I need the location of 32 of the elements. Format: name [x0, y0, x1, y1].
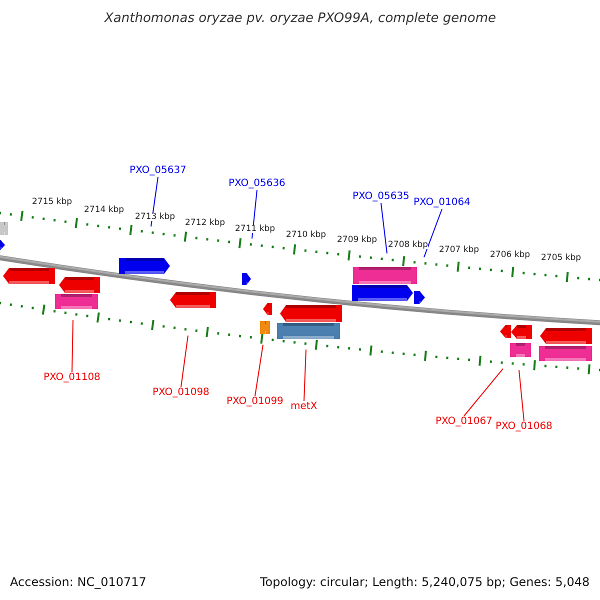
gene-label: PXO_01064: [414, 198, 470, 208]
scale-label: 2708 kbp: [388, 240, 428, 249]
scale-label: 2707 kbp: [439, 246, 480, 254]
leader-line: [380, 202, 388, 254]
leader-line: [72, 319, 74, 372]
gene-label: PXO_01099: [226, 397, 284, 407]
gene-label: metX: [290, 402, 318, 412]
title: Xanthomonas oryzae pv. oryzae PXO99A, complete genome: [104, 12, 496, 24]
genome-info: Topology: circular; Length: 5,240,075 bp; Genes: 5,048: [260, 576, 590, 588]
gene-label: PXO_05635: [352, 192, 410, 202]
scale-label: 2712 kbp: [185, 218, 226, 227]
leader-line: [464, 368, 504, 416]
gene-label: PXO_01108: [44, 373, 100, 383]
gene-label: PXO_05637: [130, 166, 186, 176]
scale-ticks: [0, 302, 600, 374]
leader-line: [304, 349, 306, 402]
gene-label: PXO_01098: [152, 388, 210, 398]
scale-label: 2709 kbp: [337, 236, 378, 244]
scale-label: 2713 kbp: [135, 212, 176, 221]
leader-line: [518, 370, 524, 422]
scale-label: 2706 kbp: [490, 250, 530, 259]
leader-line: [180, 335, 188, 388]
gene-label: PXO_01068: [496, 422, 552, 432]
leader-line: [254, 344, 264, 396]
scale-label: 2705 kbp: [541, 254, 582, 262]
scale-label: 2711 kbp: [235, 224, 276, 233]
leader-line: [424, 208, 442, 258]
gene-label: PXO_05636: [228, 179, 286, 189]
scale-label: 2714 kbp: [84, 206, 124, 214]
scale-label: 2710 kbp: [286, 230, 326, 239]
genome-info: Accession: NC_010717: [10, 576, 146, 588]
gene-label: PXO_01067: [436, 417, 492, 427]
